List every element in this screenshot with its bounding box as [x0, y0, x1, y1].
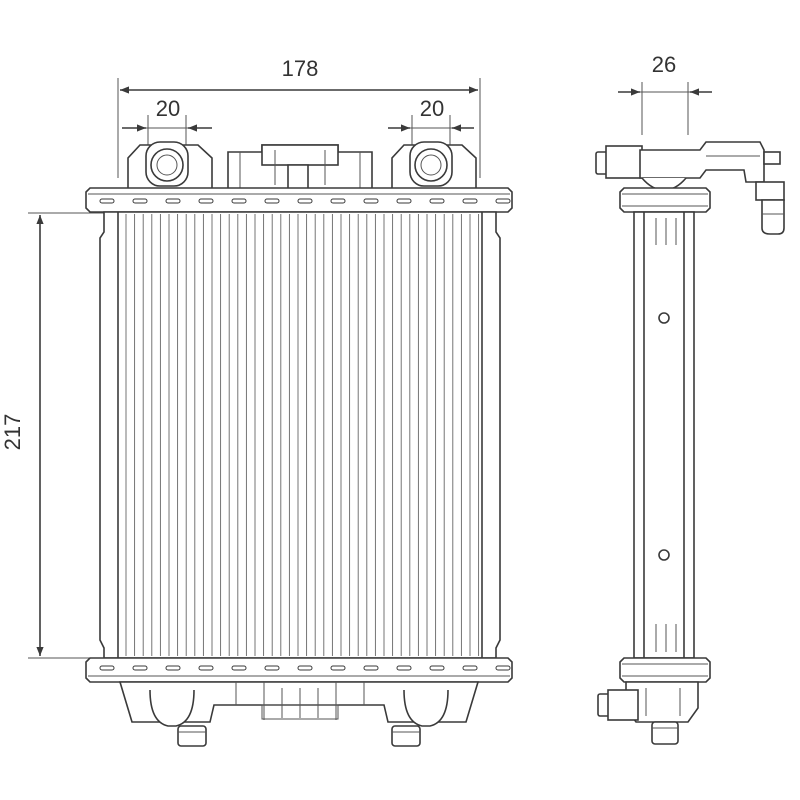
header-slot [297, 665, 313, 671]
side-core [633, 211, 695, 659]
header-slot [264, 198, 280, 204]
header-slot [462, 665, 478, 671]
header-slot [198, 665, 214, 671]
bottom-right-outlet [391, 689, 449, 747]
radiator-core [99, 211, 501, 665]
header-slot [429, 665, 445, 671]
header-slot [99, 198, 115, 204]
dimension-height: 217 [0, 212, 105, 659]
header-slot [99, 665, 115, 671]
header-slot [132, 665, 148, 671]
radiator-front-view [85, 141, 513, 747]
header-slot [396, 665, 412, 671]
side-top-tank [619, 187, 711, 213]
header-slot [231, 665, 247, 671]
dimension-label-right-inlet: 20 [420, 96, 444, 121]
side-bottom-fittings [597, 681, 699, 745]
header-slot [462, 198, 478, 204]
dimension-depth: 26 [618, 52, 712, 135]
header-slot [363, 665, 379, 671]
header-slot [495, 198, 511, 204]
header-slot [198, 198, 214, 204]
bottom-housing [118, 681, 480, 723]
header-slot [330, 198, 346, 204]
dimension-left-inlet: 20 [122, 96, 212, 150]
dimension-label-left-inlet: 20 [156, 96, 180, 121]
side-top-pipe [595, 141, 785, 235]
bottom-header-tank [85, 657, 513, 683]
header-slot [231, 198, 247, 204]
header-slot [165, 198, 181, 204]
header-slot [132, 198, 148, 204]
header-slot [429, 198, 445, 204]
header-slot [297, 198, 313, 204]
bottom-left-outlet [149, 689, 207, 747]
header-slot [330, 665, 346, 671]
top-left-inlet [127, 141, 213, 193]
header-slot [264, 665, 280, 671]
header-slot [363, 198, 379, 204]
radiator-side-view [595, 141, 785, 745]
side-bottom-tank [619, 657, 711, 683]
top-right-inlet [391, 141, 477, 193]
header-slot [165, 665, 181, 671]
header-slot [495, 665, 511, 671]
dimension-right-inlet: 20 [388, 96, 474, 150]
dimension-label-depth: 26 [652, 52, 676, 77]
header-slot [396, 198, 412, 204]
dimension-overall-width: 178 [117, 56, 481, 178]
dimension-label-overall-width: 178 [282, 56, 319, 81]
top-header-tank [85, 187, 513, 213]
dimension-label-height: 217 [0, 414, 25, 451]
